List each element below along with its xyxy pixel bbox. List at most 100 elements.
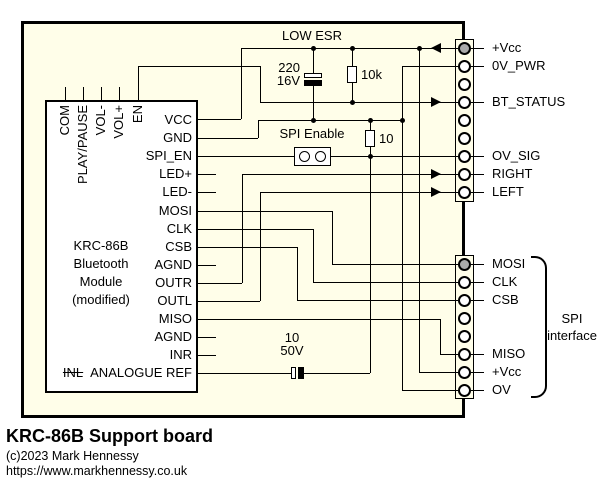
capacitor-plate (304, 73, 322, 78)
connector-pin (458, 42, 471, 55)
wire-segment (138, 66, 260, 67)
spi-connector-body (455, 255, 474, 399)
wire-segment (313, 48, 314, 73)
wire-segment (313, 282, 458, 283)
wire-segment (471, 48, 484, 49)
junction-dot (417, 46, 422, 51)
wire-segment (370, 120, 371, 130)
krc86b-module (45, 100, 198, 393)
connector-pin (458, 132, 471, 145)
connector-pin (458, 96, 471, 109)
module-name: (modified) (72, 292, 130, 307)
wire-segment (196, 373, 291, 374)
wire-segment (297, 247, 298, 300)
wire-segment (419, 48, 420, 372)
jumper-label: SPI Enable (279, 126, 345, 141)
arrow-out-icon (431, 169, 441, 179)
module-pin-label: OUTL (157, 293, 192, 308)
cap-ref-value: 10 (284, 330, 300, 345)
wire-segment (242, 174, 458, 175)
wire-segment (196, 174, 216, 175)
module-name: Bluetooth (73, 256, 129, 271)
cap-ref-voltage: 50V (280, 343, 304, 358)
module-pin-label: MOSI (158, 203, 192, 218)
wire-segment (260, 192, 261, 301)
wire-segment (471, 390, 484, 391)
wire-segment (471, 102, 484, 103)
resistor-10 (365, 130, 375, 147)
junction-dot (368, 154, 373, 159)
module-pin-label: SPI_EN (145, 148, 192, 163)
arrow-out-icon (431, 187, 441, 197)
wire-segment (196, 337, 216, 338)
wire-segment (83, 87, 84, 100)
connector-pin-label: BT_STATUS (492, 94, 566, 109)
wire-segment (419, 372, 458, 373)
capacitor-plate (291, 367, 296, 379)
wire-segment (196, 229, 313, 230)
wire-segment (196, 301, 260, 302)
wire-segment (258, 120, 402, 121)
wire-segment (471, 264, 484, 265)
wire-segment (352, 83, 353, 102)
module-pin-label: CSB (165, 239, 192, 254)
connector-pin-label: 0V_PWR (492, 58, 546, 73)
connector-pin (458, 114, 471, 127)
jumper-pin (315, 151, 326, 162)
resistor-10k (347, 66, 357, 83)
wire-segment (260, 102, 458, 103)
analogue-ref-label: ANALOGUE REF (90, 365, 192, 380)
spi-bracket-label: SPI (561, 311, 583, 326)
wire-segment (196, 119, 241, 120)
wire-segment (471, 174, 484, 175)
module-pin-label: AGND (154, 329, 192, 344)
copyright-text: (c)2023 Mark Hennessy (6, 449, 139, 463)
connector-pin (458, 348, 471, 361)
website-url: https://www.markhennessy.co.uk (6, 464, 188, 478)
module-name: Module (79, 274, 123, 289)
wire-segment (196, 138, 258, 139)
connector-pin-label: OV (492, 382, 511, 397)
wire-segment (352, 48, 353, 66)
connector-pin (458, 150, 471, 163)
wire-segment (242, 174, 243, 283)
module-pin-label: CLK (166, 221, 192, 236)
module-pin-label: LED- (162, 184, 192, 199)
connector-pin (458, 312, 471, 325)
connector-pin (458, 366, 471, 379)
wire-segment (313, 86, 314, 120)
connector-pin (458, 60, 471, 73)
connector-pin (458, 168, 471, 181)
wire-segment (196, 247, 297, 248)
module-pin-label: VCC (164, 112, 192, 127)
connector-pin-label: CLK (492, 274, 518, 289)
wire-segment (332, 264, 458, 265)
wire-segment (119, 87, 120, 100)
capacitor-plate (298, 367, 304, 379)
wire-segment (471, 300, 484, 301)
wire-segment (196, 211, 332, 212)
wire-segment (196, 283, 242, 284)
module-pin-label: AGND (154, 257, 192, 272)
wire-segment (440, 319, 441, 354)
wire-segment (101, 87, 102, 100)
spi-bracket (531, 256, 547, 398)
junction-dot (368, 118, 373, 123)
wire-segment (471, 192, 484, 193)
wire-segment (196, 265, 216, 266)
arrow-in-icon (431, 43, 441, 53)
wire-segment (304, 373, 370, 374)
connector-pin (458, 258, 471, 271)
connector-pin (458, 294, 471, 307)
connector-pin-label: +Vcc (492, 40, 522, 55)
module-pin-label: OUTR (155, 275, 192, 290)
wire-segment (471, 282, 484, 283)
wire-segment (196, 319, 440, 320)
wire-segment (138, 66, 139, 100)
wire-segment (196, 156, 294, 157)
connector-pin-label: LEFT (492, 184, 524, 199)
connector-pin (458, 384, 471, 397)
module-name: KRC-86B (73, 238, 129, 253)
